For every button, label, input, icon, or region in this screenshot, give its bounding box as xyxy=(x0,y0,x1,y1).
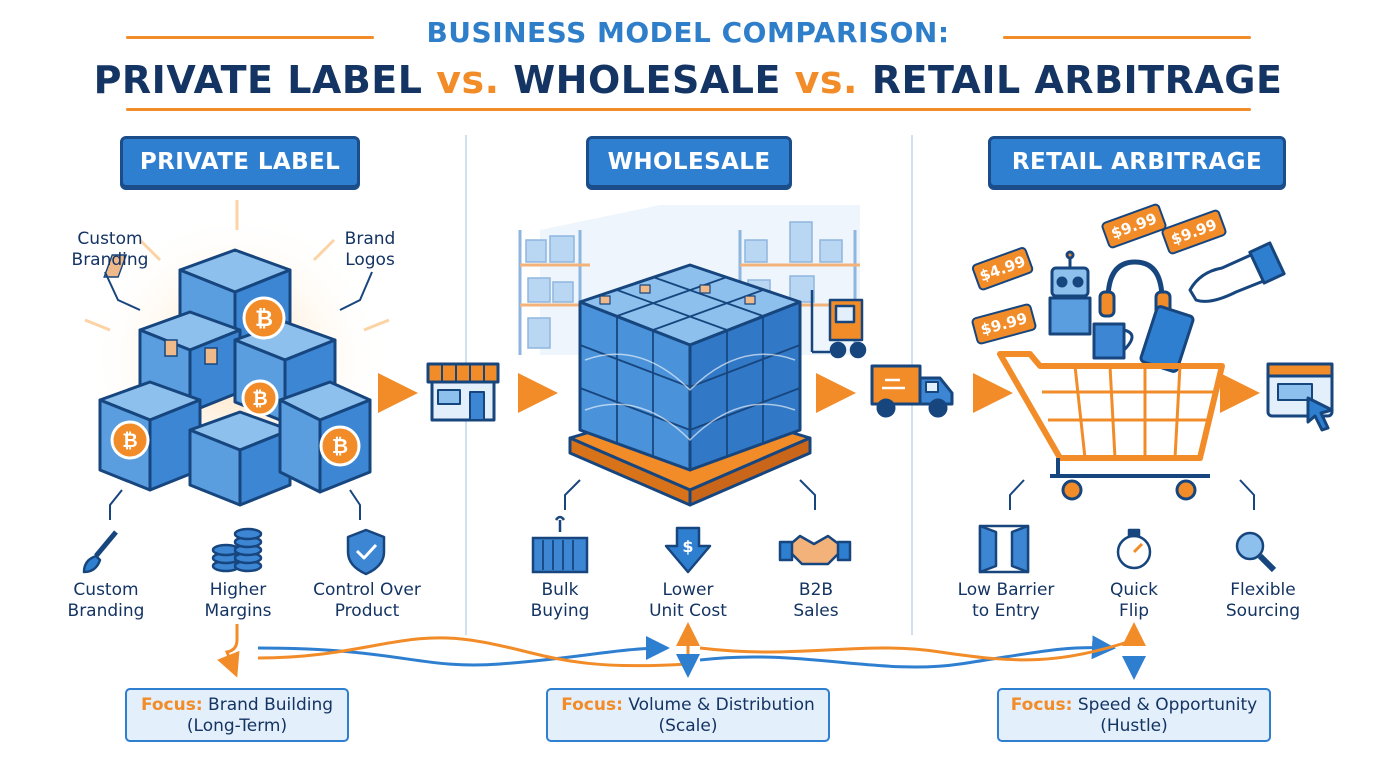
feature-line: to Entry xyxy=(972,601,1040,621)
feature-line: Branding xyxy=(67,601,145,621)
wholesale-header: WHOLESALE xyxy=(586,136,792,188)
svg-text:₿: ₿ xyxy=(122,430,137,452)
shield-check-icon xyxy=(346,528,386,576)
robot-toy-icon xyxy=(1048,250,1092,336)
title-rule-right xyxy=(1003,36,1251,39)
feature-line: Quick xyxy=(1109,580,1159,600)
focus-box-private-label: Focus: Brand Building (Long-Term) xyxy=(125,688,349,742)
feature-line: Sales xyxy=(793,601,839,621)
feature-line: Higher xyxy=(209,580,267,600)
svg-text:$: $ xyxy=(682,537,693,556)
page-title: PRIVATE LABEL vs. WHOLESALE vs. RETAIL A… xyxy=(0,58,1376,102)
feature-line: Control Over xyxy=(313,580,421,600)
open-door-icon xyxy=(978,524,1030,574)
title-vs-1: vs. xyxy=(422,58,514,102)
tablet-icon xyxy=(1139,305,1195,373)
svg-text:₿: ₿ xyxy=(332,434,348,458)
title-underline xyxy=(126,108,1251,111)
focus-text: Volume & Distribution xyxy=(628,695,815,715)
feature-b2b-sales: B2B Sales xyxy=(793,580,838,622)
callout-line: Logos xyxy=(345,250,395,270)
feature-custom-branding: Custom Branding xyxy=(68,580,145,622)
hand-icon xyxy=(1188,241,1286,303)
title-rule-left xyxy=(126,36,374,39)
price-tag-icon: $4.99 $9.99 $9.99 $9.99 xyxy=(971,203,1227,345)
feature-bulk-buying: Bulk Buying xyxy=(531,580,590,622)
dollar-down-arrow-icon: $ xyxy=(664,526,712,574)
feature-line: Buying xyxy=(530,601,590,621)
feature-lower-unit-cost: Lower Unit Cost xyxy=(649,580,727,622)
svg-text:₿: ₿ xyxy=(252,388,267,410)
focus-text: Brand Building xyxy=(208,695,334,715)
callout-line: Custom xyxy=(77,229,143,249)
online-store-cursor-icon xyxy=(1266,362,1334,432)
focus-key: Focus: xyxy=(1010,695,1073,715)
feature-line: Sourcing xyxy=(1225,601,1301,621)
shopping-cart-icon xyxy=(997,241,1286,501)
feature-line: Flexible xyxy=(1230,580,1296,600)
callout-brand-logos: Brand Logos xyxy=(330,229,410,271)
callout-line: Brand xyxy=(344,229,396,249)
handshake-icon xyxy=(778,534,852,566)
forklift-icon xyxy=(810,290,867,359)
callout-custom-branding: Custom Branding xyxy=(62,229,158,271)
title-top: BUSINESS MODEL COMPARISON: xyxy=(426,16,950,49)
brand-logo-icon: ₿ ₿ ₿ ₿ xyxy=(110,296,361,467)
focus-text: Speed & Opportunity xyxy=(1077,695,1258,715)
focus-box-retail-arbitrage: Focus: Speed & Opportunity (Hustle) xyxy=(997,688,1271,742)
branded-box-stack: ₿ ₿ ₿ ₿ xyxy=(84,200,390,520)
title-part-wholesale: WHOLESALE xyxy=(513,58,781,102)
feature-line: Product xyxy=(334,601,400,621)
magnifier-icon xyxy=(1235,531,1277,573)
feature-control-over-product: Control Over Product xyxy=(313,580,421,622)
stopwatch-icon xyxy=(1116,528,1152,570)
retail-arbitrage-header: RETAIL ARBITRAGE xyxy=(988,136,1286,188)
feature-line: Margins xyxy=(204,601,272,621)
feature-line: Flip xyxy=(1118,601,1150,621)
focus-key: Focus: xyxy=(561,695,623,715)
feature-line: B2B xyxy=(798,580,834,600)
feature-flexible-sourcing: Flexible Sourcing xyxy=(1226,580,1300,622)
focus-box-wholesale: Focus: Volume & Distribution (Scale) xyxy=(546,688,830,742)
feature-low-barrier: Low Barrier to Entry xyxy=(958,580,1055,622)
svg-text:₿: ₿ xyxy=(255,307,273,332)
delivery-truck-icon xyxy=(870,364,954,418)
callout-line: Branding xyxy=(71,250,149,270)
private-label-header: PRIVATE LABEL xyxy=(120,136,360,188)
pallet-icon xyxy=(568,263,812,507)
coin-stack-icon xyxy=(211,527,263,573)
feature-line: Low Barrier xyxy=(957,580,1055,600)
focus-subtext: (Long-Term) xyxy=(186,716,288,736)
focus-subtext: (Scale) xyxy=(658,716,718,736)
storefront-icon xyxy=(426,362,500,422)
feature-line: Bulk xyxy=(541,580,579,600)
mug-icon xyxy=(1092,322,1134,360)
feature-higher-margins: Higher Margins xyxy=(205,580,272,622)
feature-line: Unit Cost xyxy=(649,601,727,621)
feature-quick-flip: Quick Flip xyxy=(1110,580,1158,622)
title-part-private-label: PRIVATE LABEL xyxy=(93,58,423,102)
shipping-container-icon xyxy=(531,515,589,574)
title-part-retail-arbitrage: RETAIL ARBITRAGE xyxy=(871,58,1283,102)
focus-subtext: (Hustle) xyxy=(1100,716,1168,736)
feature-line: Lower xyxy=(662,580,714,600)
paintbrush-icon xyxy=(82,530,118,574)
feature-line: Custom xyxy=(73,580,139,600)
focus-key: Focus: xyxy=(140,695,203,715)
title-vs-2: vs. xyxy=(780,58,872,102)
